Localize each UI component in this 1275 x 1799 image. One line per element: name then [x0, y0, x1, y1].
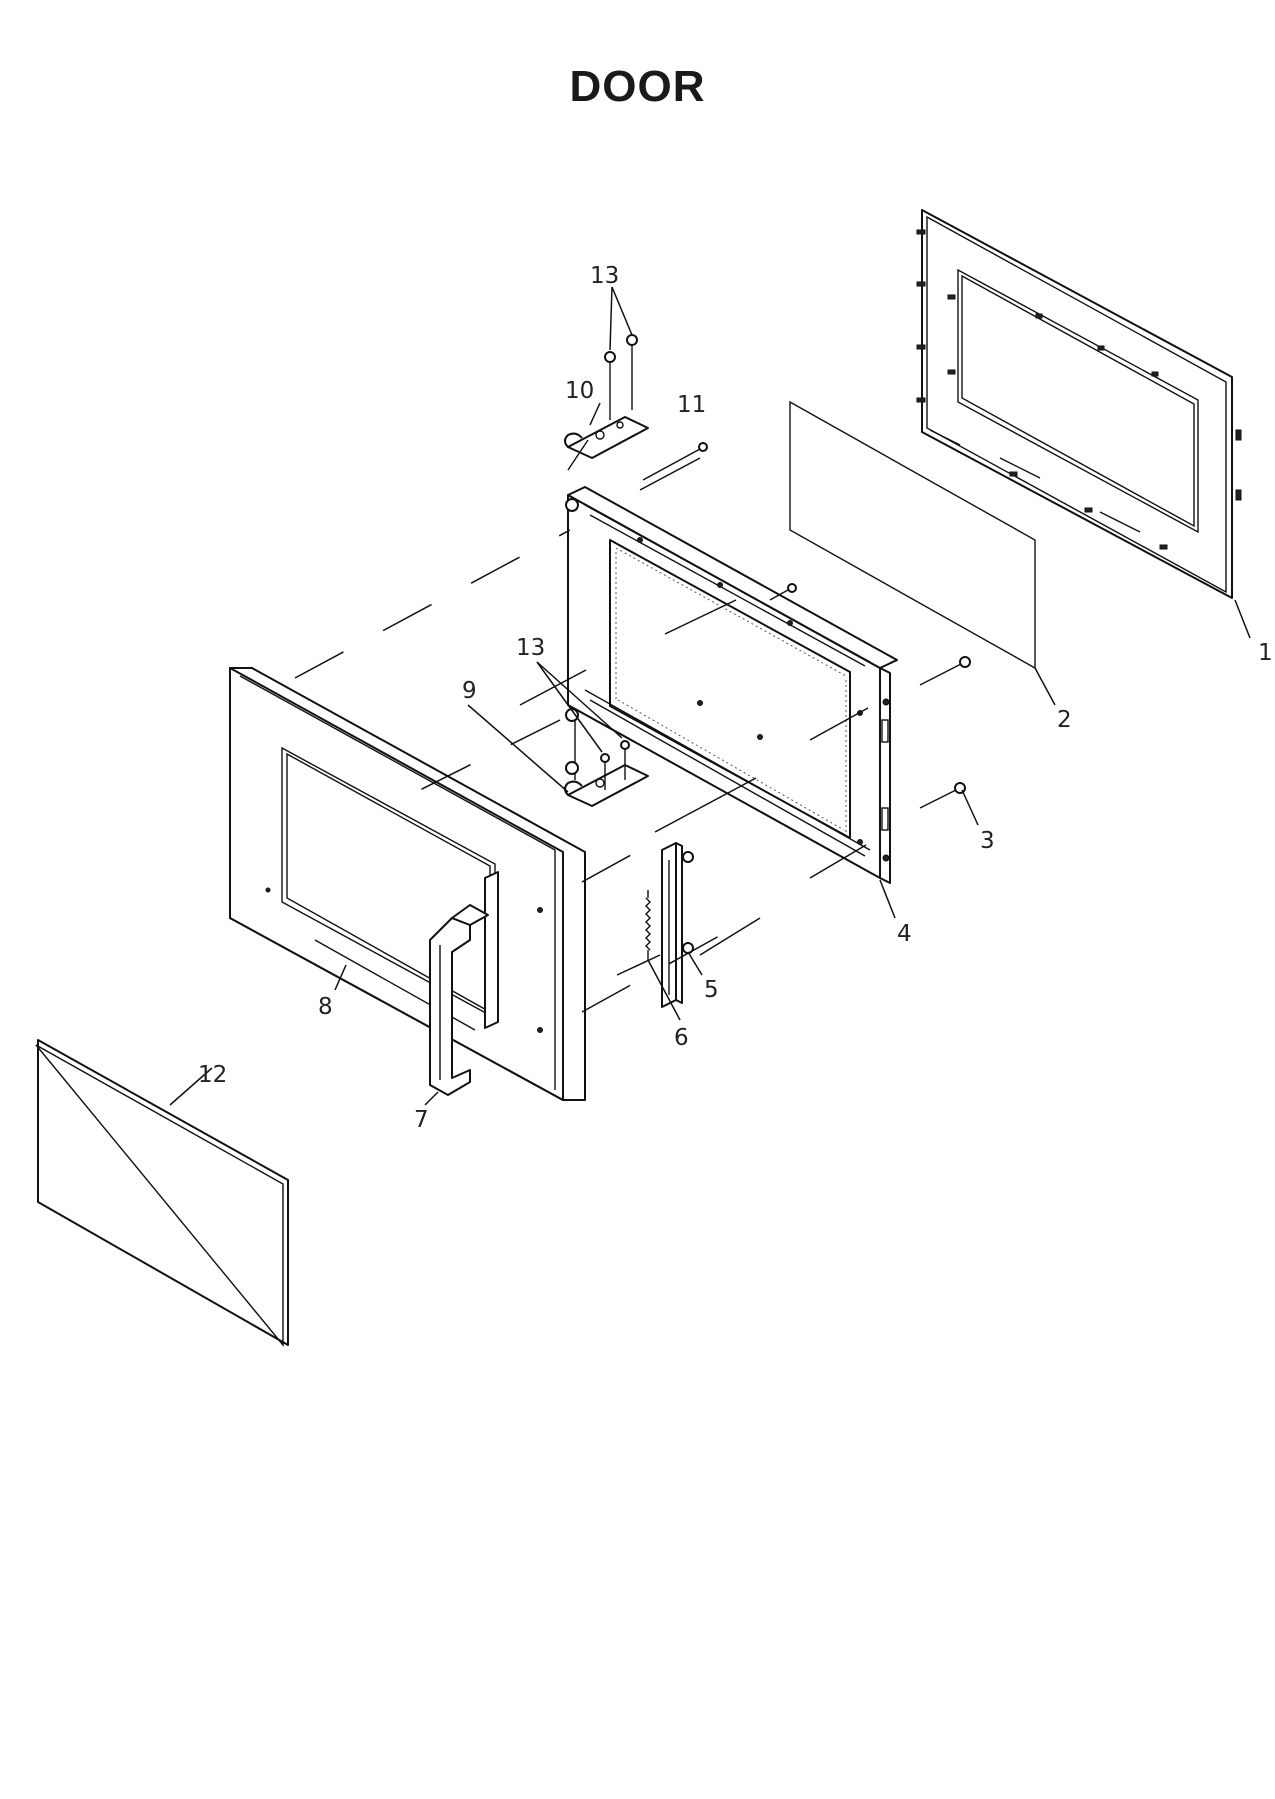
part-3-screws [769, 583, 971, 809]
part-13-screws-lower [600, 740, 630, 790]
part-11-screw [642, 442, 708, 481]
page-title: DOOR [569, 62, 706, 111]
callout-12: 12 [198, 1062, 227, 1088]
callout-13-lower: 13 [516, 635, 545, 661]
assembly-lines [294, 457, 869, 1013]
callout-11: 11 [677, 392, 706, 418]
callout-2: 2 [1057, 707, 1072, 733]
part-1-inner-plate [916, 209, 1242, 599]
part-8-door-front [229, 667, 586, 1101]
callout-6: 6 [674, 1025, 689, 1051]
callout-1: 1 [1258, 640, 1273, 666]
callout-8: 8 [318, 994, 333, 1020]
part-12-outer-glass [35, 1039, 289, 1347]
part-4-door-frame [567, 486, 898, 884]
part-9-lower-hinge [564, 708, 649, 807]
callout-13-upper: 13 [590, 263, 619, 289]
part-13-screws-upper [604, 334, 638, 420]
callout-4: 4 [897, 921, 912, 947]
part-10-upper-hinge [564, 416, 649, 512]
part-6-spring [645, 890, 651, 960]
callout-10: 10 [565, 378, 594, 404]
callout-3: 3 [980, 828, 995, 854]
callout-labels: 1 2 3 4 5 6 7 8 9 10 11 12 13 13 [198, 263, 1273, 1133]
callout-5: 5 [704, 977, 719, 1003]
callout-9: 9 [462, 678, 477, 704]
part-5-latch [661, 842, 694, 1008]
leader-lines [169, 286, 1251, 1106]
callout-7: 7 [414, 1107, 429, 1133]
part-7-handle [429, 871, 499, 1096]
